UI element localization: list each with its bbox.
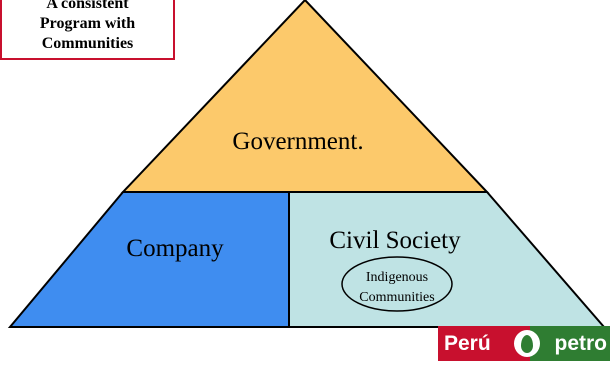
company-label: Company [126, 235, 224, 262]
drop-icon [514, 330, 540, 357]
ellipse-line-1: Indigenous [366, 270, 428, 285]
government-label: Government. [232, 128, 363, 155]
indigenous-communities-ellipse [341, 256, 453, 312]
civil-society-label: Civil Society [329, 227, 461, 254]
ellipse-line-2: Communities [359, 290, 434, 305]
callout-line-3: Communities [41, 35, 134, 52]
logo-right-text: petro [554, 331, 608, 355]
logo-left-text: Perú [444, 331, 491, 355]
civil-society-section [288, 191, 607, 328]
government-section [120, 0, 490, 193]
peru-petro-logo: Perú petro [438, 326, 610, 361]
logo-right-panel: petro [530, 326, 610, 361]
callout-line-2: Program with [39, 15, 136, 32]
callout-line-1: A consistent [46, 0, 129, 12]
callout-box: A consistent Program with Communities [0, 0, 175, 60]
logo-left-panel: Perú [438, 326, 530, 361]
